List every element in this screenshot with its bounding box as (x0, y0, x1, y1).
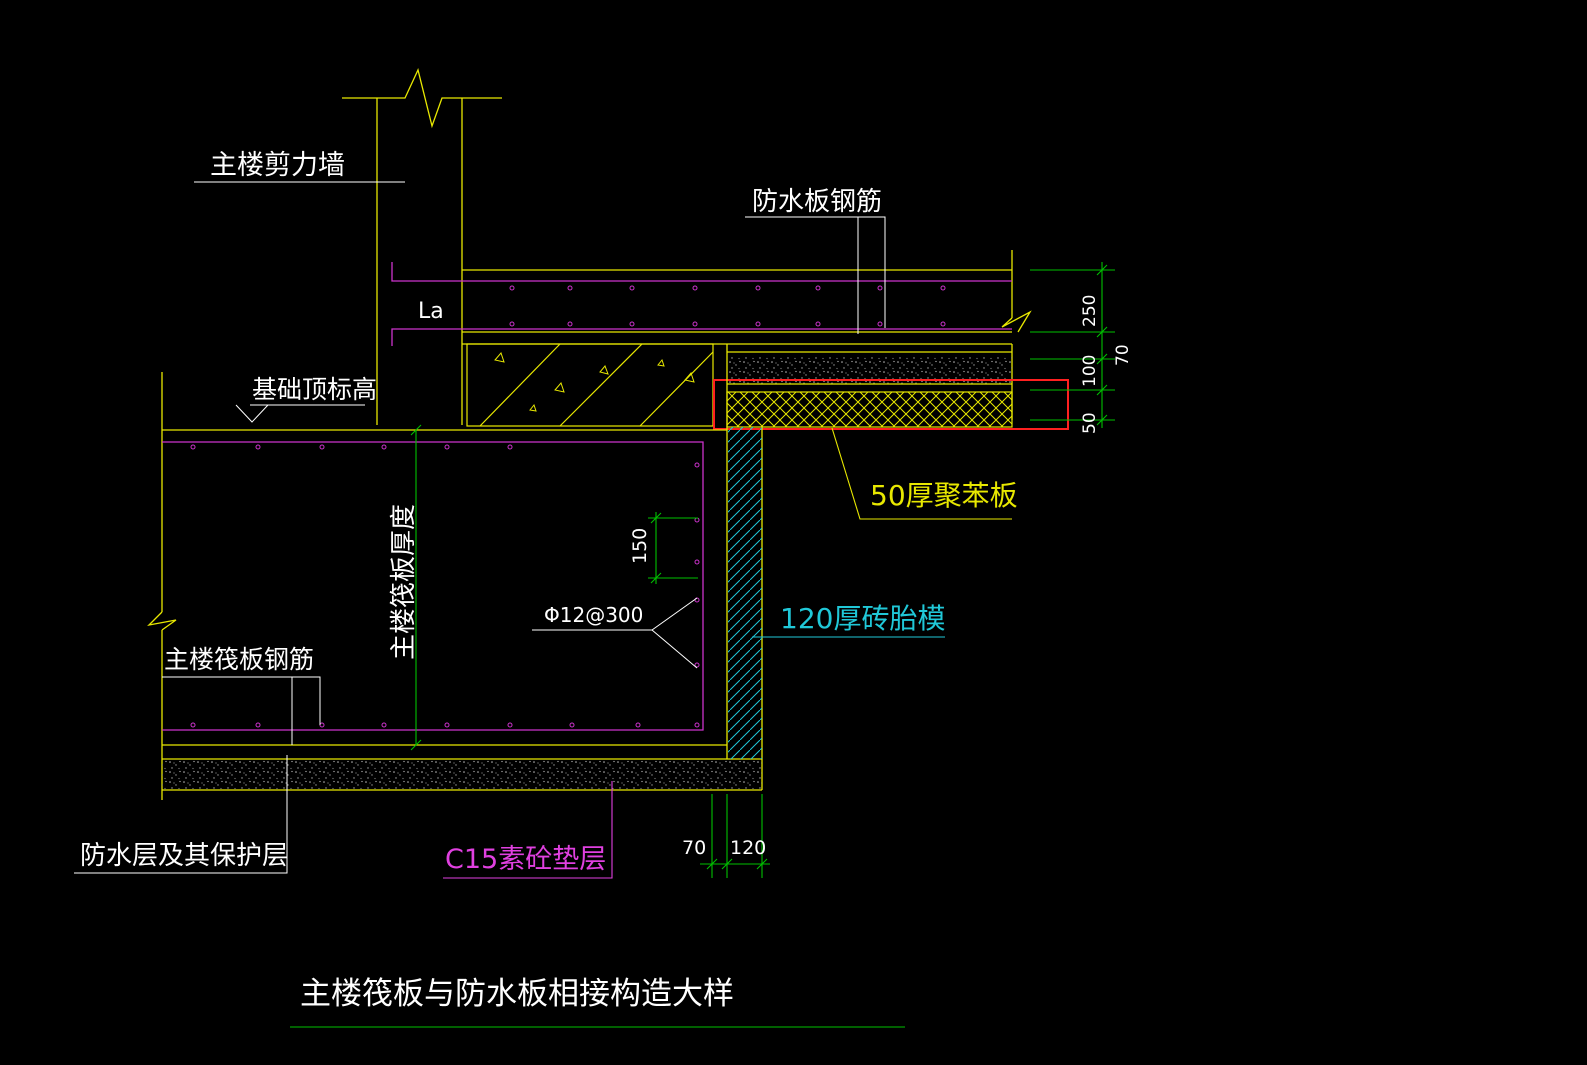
brick-formwork-label: 120厚砖胎模 (780, 602, 945, 635)
dim-70-bottom: 70 (682, 837, 706, 859)
leader-lines-colored (290, 427, 1012, 1028)
cushion-label: C15素砼垫层 (445, 844, 606, 875)
rebar-spec-label: Φ12@300 (544, 603, 643, 627)
dim-50: 50 (1080, 412, 1100, 434)
brick-formwork (728, 427, 762, 759)
slab-rebar-dots (509, 285, 946, 327)
dim-250: 250 (1080, 295, 1100, 327)
shear-wall-label: 主楼剪力墙 (210, 150, 345, 181)
shear-wall (342, 68, 502, 425)
anchorage-label: La (418, 299, 444, 324)
raft-slab (147, 344, 763, 800)
dim-150: 150 (629, 528, 651, 564)
dim-120-bottom: 120 (730, 837, 766, 859)
waterproof-layer-label: 防水层及其保护层 (80, 841, 288, 871)
raft-rebar-label: 主楼筏板钢筋 (164, 645, 314, 674)
polystyrene-board (726, 391, 1013, 428)
text-labels: 主楼剪力墙 防水板钢筋 La 基础顶标高 主楼筏板钢筋 Φ12@300 50厚聚… (80, 150, 1133, 1012)
foundation-top-label: 基础顶标高 (252, 375, 377, 404)
raft-thickness-label: 主楼筏板厚度 (389, 504, 419, 660)
highlight-box (713, 379, 1069, 430)
raft-rebar-dots (190, 444, 700, 728)
c15-cushion-layer (162, 760, 762, 790)
raft-rebar (162, 441, 704, 731)
waterproof-slab-rebar-label: 防水板钢筋 (752, 187, 882, 217)
dimension-lines (410, 262, 1115, 878)
polystyrene-label: 50厚聚苯板 (870, 479, 1018, 512)
drawing-title: 主楼筏板与防水板相接构造大样 (300, 976, 734, 1012)
waterproof-slab-rebar (391, 262, 1012, 346)
concrete-infill (466, 343, 714, 427)
leader-lines (74, 181, 886, 874)
dim-70-top: 70 (1113, 344, 1133, 366)
dim-100: 100 (1080, 355, 1100, 387)
